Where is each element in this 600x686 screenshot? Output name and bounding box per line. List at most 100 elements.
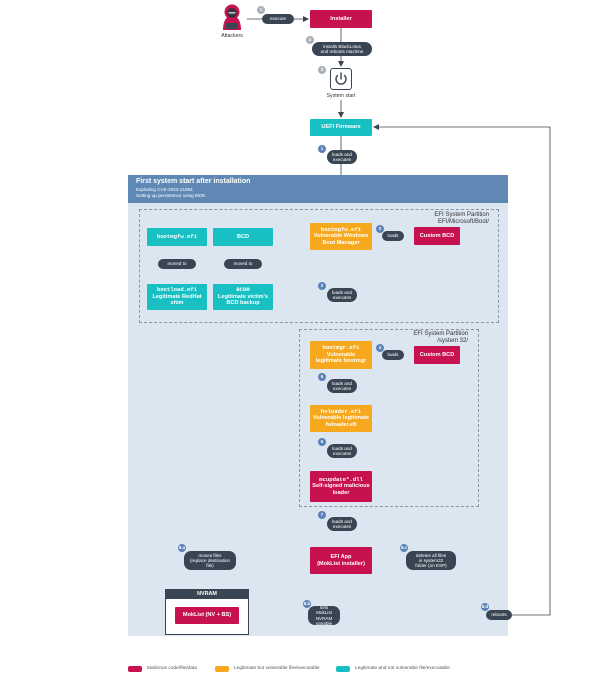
bootmgr-file: bootmgr.efi xyxy=(322,344,360,352)
step-2b-pill-line-1: loads and xyxy=(332,289,352,295)
step-4-pill: loads xyxy=(382,350,404,360)
moved-to-pill-2: moved to xyxy=(224,259,262,269)
moklist-box[interactable]: MokList (NV + BS) xyxy=(175,607,239,624)
bootmgfw-original-file: bootmgfw.efi xyxy=(156,232,198,240)
efi-app-subtitle: (MokList installer) xyxy=(317,560,365,567)
step-8b-pill-line-3: variable xyxy=(315,620,333,626)
custom-bcd-2-label: Custom BCD xyxy=(419,351,455,358)
step-8a-pill-line-1: moves files xyxy=(198,552,222,558)
hvloader-box[interactable]: hvloader.efi Vulnerable legitimate hvloa… xyxy=(310,405,372,432)
system32-partition-title-line-2: /system 32/ xyxy=(437,337,468,344)
boot-partition-title-line-2: EFI/Microsoft/Boot/ xyxy=(437,218,489,225)
step-4-number: 4 xyxy=(376,344,384,352)
uefi-firmware-box[interactable]: UEFI Firmware xyxy=(310,119,372,136)
step-1-number: 1 xyxy=(318,145,326,153)
step-8c-pill: deletes all files in system32 folder (on… xyxy=(406,551,456,570)
step-1-pill-line-2: executes xyxy=(332,157,352,162)
panel-subtitle-1: Exploiting CVE-2022-21894 xyxy=(136,187,193,192)
step-7-pill: loads and executes xyxy=(327,517,357,531)
step-6-pill: loads and executes xyxy=(327,444,357,458)
installs-pill: installs BlackLotus and reboots machine xyxy=(312,42,372,56)
step-8b-pill: sets MokList NVRAM variable xyxy=(308,605,340,626)
boot-partition-title: EFI System Partition EFI/Microsoft/Boot/ xyxy=(434,212,489,225)
execute-pill: execute xyxy=(262,14,294,24)
bootload-box[interactable]: bootload.efi Legitimate RedHat shim xyxy=(147,284,207,310)
step-8a-pill-line-3: file) xyxy=(206,563,214,569)
installs-pill-line-1: installs BlackLotus xyxy=(323,43,361,49)
step-7-pill-line-2: executes xyxy=(332,524,352,529)
step-2b-number: 2 xyxy=(318,282,326,290)
step-2b-pill: loads and executes xyxy=(327,288,357,302)
step-8c-pill-line-2: in system32 xyxy=(418,557,444,563)
attacker-icon xyxy=(220,3,244,31)
legend-vulnerable-swatch xyxy=(215,666,229,672)
uefi-firmware-label: UEFI Firmware xyxy=(321,124,361,131)
power-icon[interactable] xyxy=(330,68,352,90)
installer-box[interactable]: Installer xyxy=(310,10,372,28)
step-6-pill-line-1: loads and xyxy=(332,445,352,451)
mcupdate-box[interactable]: mcupdate*.dll Self-signed malicious load… xyxy=(310,471,372,502)
efi-app-title: EFI App xyxy=(330,553,352,560)
installs-pill-line-2: and reboots machine xyxy=(320,49,364,54)
step-5-pill: loads and executes xyxy=(327,379,357,393)
step-8c-pill-line-3: folder (on ESP) xyxy=(415,563,447,569)
custom-bcd-1-box[interactable]: Custom BCD xyxy=(414,227,460,245)
legend-legitimate-swatch xyxy=(336,666,350,672)
bcd-box[interactable]: BCD xyxy=(213,228,273,246)
bootmgr-desc-1: Vulnerable xyxy=(326,351,356,358)
bootload-desc-1: Legitimate RedHat xyxy=(152,293,202,300)
hvloader-file: hvloader.efi xyxy=(320,407,362,415)
step-2b-pill-line-2: executes xyxy=(332,295,352,300)
step-3-pill: loads xyxy=(382,231,404,241)
bcdr-box[interactable]: BCDR Legitimate victim's BCD backup xyxy=(213,284,273,310)
bootmgr-box[interactable]: bootmgr.efi Vulnerable legitimate bootmg… xyxy=(310,341,372,369)
bootload-desc-2: shim xyxy=(170,300,184,307)
installer-label: Installer xyxy=(330,15,352,22)
step-b-number: 2 xyxy=(306,36,314,44)
step-c-number: 3 xyxy=(318,66,326,74)
reboots-pill: reboots xyxy=(486,610,512,620)
hvloader-desc-2: hvloader.efi xyxy=(325,421,357,428)
mcupdate-desc-1: Self-signed malicious xyxy=(312,483,370,490)
step-6-number: 6 xyxy=(318,438,326,446)
step-a-number: 1 xyxy=(257,6,265,14)
step-8d-number: 8.d xyxy=(481,603,489,611)
panel-title: First system start after installation xyxy=(136,178,251,185)
step-6-pill-line-2: executes xyxy=(332,451,352,456)
custom-bcd-2-box[interactable]: Custom BCD xyxy=(414,346,460,364)
step-5-pill-line-2: executes xyxy=(332,386,352,391)
bcd-label: BCD xyxy=(236,233,250,240)
step-3-number: 3 xyxy=(376,225,384,233)
step-8c-pill-line-1: deletes all files xyxy=(415,552,447,558)
mcupdate-file: mcupdate*.dll xyxy=(319,475,363,483)
bootmgfw-original-box[interactable]: bootmgfw.efi xyxy=(147,228,207,246)
step-7-pill-line-1: loads and xyxy=(332,518,352,524)
legend-malicious-label: Malicious code/file/data xyxy=(147,666,197,671)
efi-app-box[interactable]: EFI App (MokList installer) xyxy=(310,547,372,574)
mcupdate-desc-2: loader xyxy=(332,489,350,496)
legend-vulnerable-label: Legitimate but vulnerable file/executabl… xyxy=(234,666,320,671)
bootmgfw-main-desc-1: Vulnerable Windows xyxy=(313,233,369,240)
attackers-label: Attackers xyxy=(221,33,243,39)
bcdr-desc-1: Legitimate victim's xyxy=(217,293,269,300)
step-8c-number: 8.c xyxy=(400,544,408,552)
step-8a-pill: moves files (replace destination file) xyxy=(184,551,236,570)
nvram-header: NVRAM xyxy=(165,589,249,599)
step-8b-number: 8.b xyxy=(303,600,311,608)
step-1-pill: loads and executes xyxy=(327,150,357,164)
bootmgfw-main-desc-2: Boot Manager xyxy=(322,239,360,246)
boot-partition-frame xyxy=(139,209,499,323)
first-start-panel-header xyxy=(128,175,508,203)
step-7-number: 7 xyxy=(318,511,326,519)
step-5-number: 5 xyxy=(318,373,326,381)
bootmgfw-main-box[interactable]: bootmgfw.efi Vulnerable Windows Boot Man… xyxy=(310,223,372,250)
system32-partition-frame xyxy=(299,329,479,507)
panel-subtitle-2: Setting up persistence using MOK xyxy=(136,193,206,198)
system32-partition-title-line-1: EFI System Partition xyxy=(413,331,468,337)
step-5-pill-line-1: loads and xyxy=(332,380,352,386)
system32-partition-title: EFI System Partition /system 32/ xyxy=(413,331,468,344)
custom-bcd-1-label: Custom BCD xyxy=(419,232,455,239)
step-8a-pill-line-2: (replace destination xyxy=(189,557,231,563)
boot-partition-title-line-1: EFI System Partition xyxy=(434,212,489,218)
step-1-pill-line-1: loads and xyxy=(332,151,352,157)
